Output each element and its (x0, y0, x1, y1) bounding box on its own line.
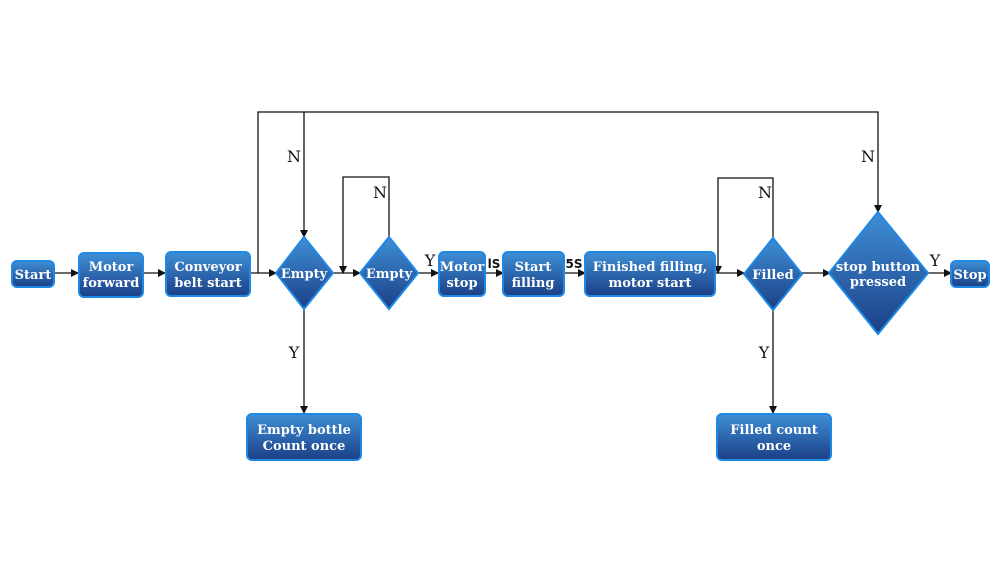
node-filled-count-line2: once (757, 439, 791, 454)
edge-empty2-loop (339, 176, 390, 274)
node-conveyor-line1: Conveyor (174, 260, 242, 275)
label-y-stop: Y (929, 251, 941, 270)
node-stop-button-pressed: stop button pressed (827, 210, 930, 336)
node-motor-stop-line2: stop (446, 276, 477, 291)
edge-top-stoppressed (257, 111, 882, 273)
edge-labels: N N Y lS 5S N N Y Y Y (287, 147, 941, 362)
node-conveyor: Conveyor belt start (165, 251, 251, 297)
node-empty-count: Empty bottle Count once (246, 413, 362, 461)
node-stop-button-line2: pressed (850, 275, 906, 290)
node-filled-count-line1: Filled count (730, 423, 817, 438)
connectors (54, 111, 952, 414)
label-y-empty2: Y (424, 251, 436, 270)
node-empty-count-line2: Count once (263, 439, 346, 454)
node-conveyor-line2: belt start (174, 276, 241, 291)
label-y-empty1: Y (288, 343, 300, 362)
label-n-top-left: N (287, 147, 301, 166)
node-stop: Stop (950, 260, 990, 288)
edge-filled-loop (714, 177, 774, 274)
node-empty-2-label: Empty (366, 267, 413, 282)
node-motor-stop: Motor stop (438, 251, 486, 297)
node-motor-forward-line1: Motor (89, 260, 134, 275)
node-motor-stop-line1: Motor (440, 260, 485, 275)
label-n-loop-empty: N (373, 183, 387, 202)
node-filled-count: Filled count once (716, 413, 832, 461)
node-start-label: Start (15, 268, 52, 283)
node-motor-forward: Motor forward (78, 252, 144, 298)
label-delay-1s: lS (488, 257, 501, 271)
node-empty-2: Empty (358, 235, 420, 311)
node-filled: Filled (742, 236, 804, 312)
node-filled-label: Filled (752, 268, 793, 283)
label-delay-5s: 5S (566, 257, 583, 271)
node-empty-1-label: Empty (281, 267, 328, 282)
label-n-top-right: N (861, 147, 875, 166)
node-start-filling-line2: filling (512, 276, 555, 291)
node-stop-button-line1: stop button (836, 260, 921, 275)
node-empty-1: Empty (274, 235, 335, 311)
node-finished-filling-line1: Finished filling, (593, 260, 708, 275)
label-n-loop-filled: N (758, 183, 772, 202)
node-finished-filling-line2: motor start (608, 276, 691, 291)
node-stop-label: Stop (953, 268, 986, 283)
node-empty-count-line1: Empty bottle (257, 423, 351, 438)
node-start-filling-line1: Start (515, 260, 552, 275)
node-start-filling: Start filling (502, 251, 565, 297)
node-finished-filling: Finished filling, motor start (584, 251, 716, 297)
node-motor-forward-line2: forward (83, 276, 140, 291)
node-start: Start (11, 260, 55, 288)
label-y-filled: Y (758, 343, 770, 362)
